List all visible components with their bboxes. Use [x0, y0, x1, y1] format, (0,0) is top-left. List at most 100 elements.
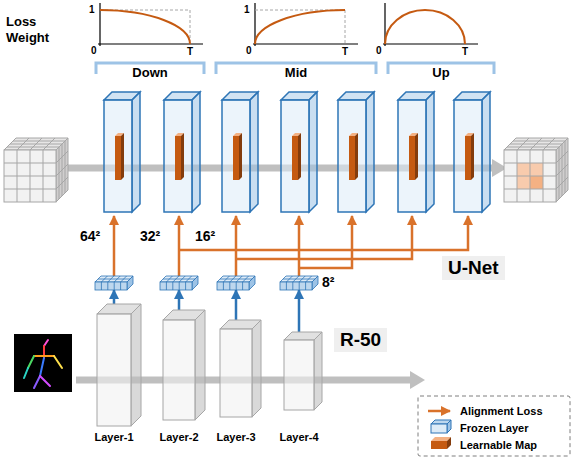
grid-face: [217, 282, 249, 290]
node-label: 64²: [80, 228, 100, 244]
alignment-arrow: [299, 216, 352, 268]
input-latent-cube: [4, 138, 68, 202]
pose-background: [14, 334, 72, 392]
axis-tick: 1: [89, 4, 95, 16]
output-latent-cube: [504, 138, 568, 202]
legend-block-face: [431, 424, 447, 433]
layer-face: [220, 329, 252, 417]
layer-box: [97, 304, 141, 426]
frozen-block: [281, 92, 317, 212]
feature-map: 64²: [80, 228, 133, 290]
layer-face: [195, 310, 205, 420]
node-label: Layer-3: [216, 430, 255, 444]
pose-limb: [34, 376, 40, 388]
cube-grid: [4, 138, 68, 202]
pose-limb: [44, 340, 48, 346]
feature-grid: [95, 276, 133, 290]
layer-box: [284, 332, 322, 410]
cube-grid: [504, 138, 568, 202]
layer-box: [163, 310, 205, 420]
grid-lines: [98, 276, 130, 290]
legend-block-sample: [431, 420, 451, 433]
frozen-block: [454, 92, 490, 212]
grid-face: [192, 276, 198, 290]
frozen-block: [398, 92, 434, 212]
alignment-arrow: [179, 216, 468, 250]
grid-lines: [220, 276, 252, 290]
node-label: Layer-1: [94, 430, 133, 444]
pose-limb: [24, 368, 28, 378]
pose-image: [14, 334, 72, 392]
frozen-block: [104, 92, 140, 212]
grid-face: [280, 282, 312, 290]
axis-tick: T: [462, 46, 468, 58]
stage-label: Down: [132, 65, 167, 80]
layer-box: [220, 320, 261, 417]
feature-arrow: [235, 290, 238, 320]
axis-tick: 0: [91, 45, 97, 57]
network-label: R-50: [334, 328, 387, 352]
node-label: 8²: [322, 274, 334, 290]
legend-frame: [418, 396, 570, 456]
feature-arrow: [113, 290, 116, 304]
grid-lines: [163, 276, 195, 290]
node-label: Layer-4: [279, 430, 318, 444]
plot-guide: [255, 10, 345, 44]
weight-curve: [385, 10, 465, 44]
layer-face: [252, 320, 261, 417]
backbone-layer: Layer-3: [216, 320, 261, 444]
loss-weight-plot: [253, 3, 358, 46]
frozen-block: [338, 92, 374, 212]
alignment-arrow: [236, 216, 412, 259]
feature-arrow: [298, 290, 301, 332]
pose-limb: [40, 358, 44, 376]
alignment-arrow: [113, 216, 116, 276]
feature-map: 16²: [195, 228, 255, 290]
legend-text: Alignment Loss: [460, 403, 543, 419]
axis-tick: T: [187, 46, 193, 58]
layer-face: [131, 304, 141, 426]
weight-curve: [255, 10, 345, 44]
backbone-layer: Layer-2: [159, 310, 205, 444]
legend-text: Learnable Map: [460, 437, 537, 453]
pose-limb: [40, 376, 50, 386]
legend-text: Frozen Layer: [460, 420, 528, 436]
stage-label: Mid: [285, 65, 307, 80]
grid-face: [95, 282, 127, 290]
axis-tick: 1: [244, 4, 250, 16]
pose-limb: [34, 355, 54, 357]
feature-grid: [160, 276, 198, 290]
grid-face: [312, 276, 318, 290]
weight-curve: [100, 10, 190, 44]
feature-grid: [280, 276, 318, 290]
frozen-block: [164, 92, 200, 212]
plot-axis: [98, 3, 203, 46]
feature-map: 8²: [280, 274, 334, 290]
grid-face: [249, 276, 255, 290]
alignment-arrow: [178, 216, 181, 276]
grid-face: [160, 282, 192, 290]
layer-face: [163, 320, 195, 420]
axis-tick: T: [342, 46, 348, 58]
alignment-arrow: [235, 216, 238, 276]
legend-swatch: [431, 441, 447, 449]
legend-arrow-sample: [428, 410, 450, 413]
backbone-layer: Layer-1: [94, 304, 141, 444]
network-label: U-Net: [442, 256, 505, 280]
layer-face: [97, 314, 131, 426]
plot-axis: [383, 3, 478, 46]
pose-limb: [28, 356, 34, 368]
feature-map: 32²: [140, 228, 198, 290]
axis-title: Loss Weight: [6, 14, 66, 46]
plot-guide: [100, 10, 190, 44]
node-label: 32²: [140, 228, 160, 244]
plot-axis: [253, 3, 358, 46]
feature-arrow: [178, 290, 181, 310]
flow-arrowhead: [410, 371, 425, 389]
backbone-layer: Layer-4: [279, 332, 322, 444]
loss-weight-plot: [383, 3, 478, 46]
loss-weight-plot: [98, 3, 203, 46]
axis-tick: 0: [376, 45, 382, 57]
aligned-cell: [530, 176, 543, 189]
legend-block-face: [447, 420, 451, 433]
